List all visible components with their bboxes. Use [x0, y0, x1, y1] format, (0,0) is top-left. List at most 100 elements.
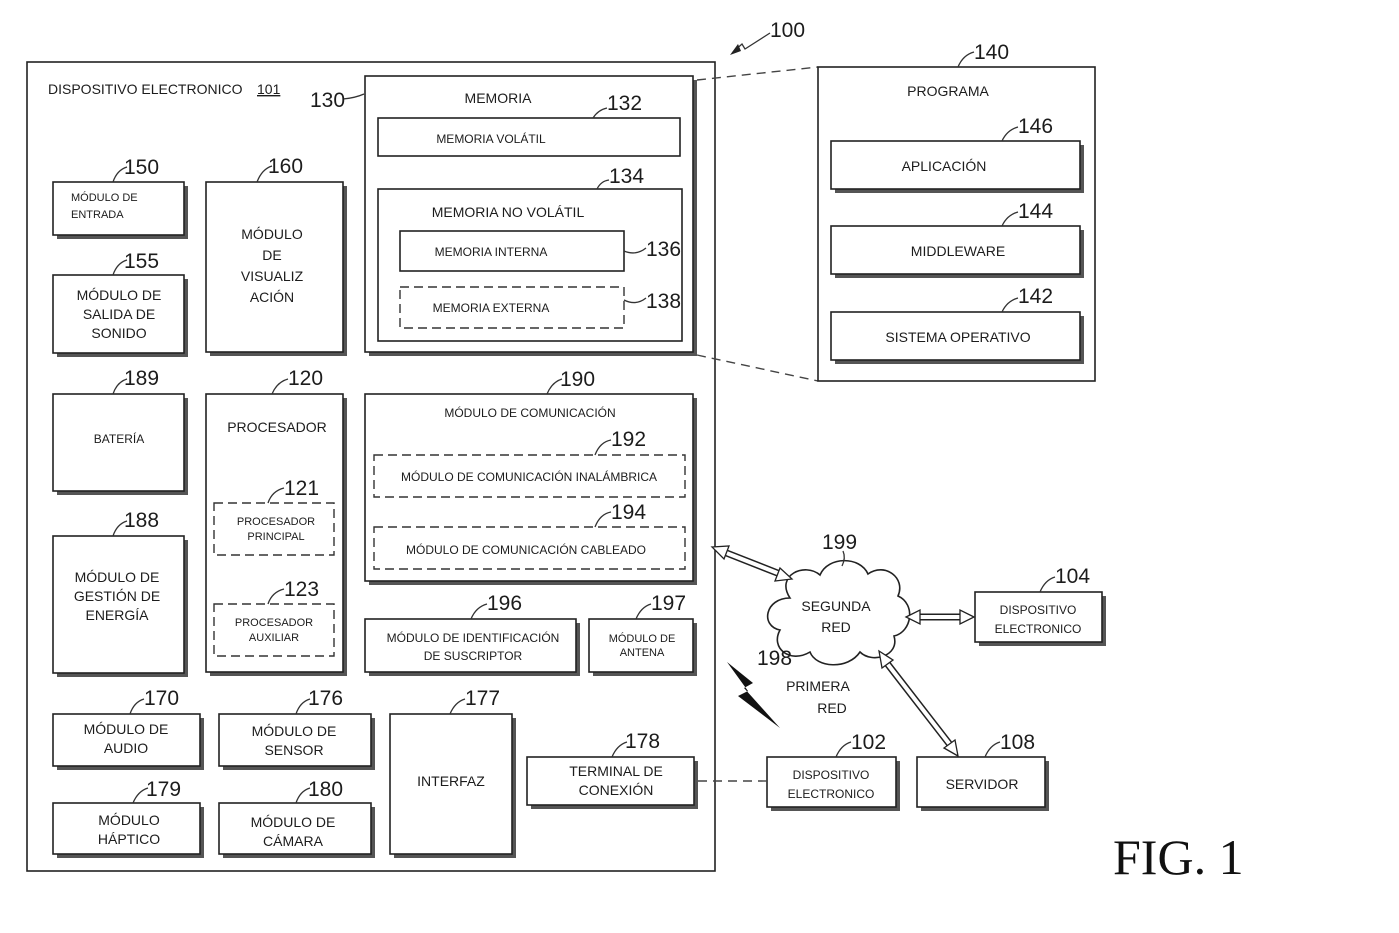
ref-170: 170: [144, 687, 179, 710]
sensor-label-2: SENSOR: [264, 742, 323, 758]
second-network-label-1: SEGUNDA: [801, 598, 871, 614]
application-label: APLICACIÓN: [902, 158, 987, 174]
antenna-label-1: MÓDULO DE: [609, 632, 676, 645]
ref-146: 146: [1018, 115, 1053, 138]
ref-189: 189: [124, 367, 159, 390]
ref-194: 194: [611, 501, 646, 524]
ref-120: 120: [288, 367, 323, 390]
processor-module: PROCESADOR 120 PROCESADOR PRINCIPAL 121 …: [206, 367, 347, 676]
input-label-2: ENTRADA: [71, 209, 124, 221]
device-104-label-1: DISPOSITIVO: [1000, 603, 1077, 617]
ref-140: 140: [974, 41, 1009, 64]
device-104-label-2: ELECTRONICO: [995, 622, 1082, 636]
wireless-comm-label: MÓDULO DE COMUNICACIÓN INALÁMBRICA: [401, 469, 657, 484]
subscriber-label-2: DE SUSCRIPTOR: [424, 649, 523, 663]
ref-188: 188: [124, 509, 159, 532]
ref-180: 180: [308, 778, 343, 801]
sound-out-label-3: SONIDO: [91, 325, 146, 341]
ref-134: 134: [609, 165, 644, 188]
subscriber-label-1: MÓDULO DE IDENTIFICACIÓN: [387, 630, 560, 645]
display-label-2: DE: [262, 247, 281, 263]
figure-label: FIG. 1: [1113, 829, 1244, 885]
external-memory-label: MEMORIA EXTERNA: [433, 301, 550, 315]
comm-label: MÓDULO DE COMUNICACIÓN: [444, 405, 615, 420]
second-network-cloud: SEGUNDA RED 199: [768, 531, 910, 665]
main-processor-label-1: PROCESADOR: [237, 516, 315, 528]
power-label-2: GESTIÓN DE: [74, 588, 160, 604]
ref-142: 142: [1018, 285, 1053, 308]
display-label-4: ACIÓN: [250, 289, 294, 305]
ref-108: 108: [1000, 731, 1035, 754]
ref-190: 190: [560, 368, 595, 391]
link-second-network-server: [879, 651, 958, 756]
sound-out-label-1: MÓDULO DE: [77, 287, 162, 303]
lightning-icon: [727, 662, 780, 728]
device-102-label-1: DISPOSITIVO: [793, 768, 870, 782]
ref-179: 179: [146, 778, 181, 801]
antenna-label-2: ANTENA: [620, 647, 665, 659]
camera-label-1: MÓDULO DE: [251, 814, 336, 830]
display-module: MÓDULO DE VISUALIZ ACIÓN 160: [206, 155, 347, 356]
nonvolatile-memory-label: MEMORIA NO VOLÁTIL: [432, 204, 585, 220]
display-label-1: MÓDULO: [241, 226, 303, 242]
program-label: PROGRAMA: [907, 83, 989, 99]
ref-197: 197: [651, 592, 686, 615]
ref-198: 198: [757, 647, 792, 670]
sensor-label-1: MÓDULO DE: [252, 723, 337, 739]
ref-160: 160: [268, 155, 303, 178]
second-network-label-2: RED: [821, 619, 851, 635]
main-processor-label-2: PRINCIPAL: [247, 531, 304, 543]
aux-processor-label-1: PROCESADOR: [235, 617, 313, 629]
haptic-label-2: HÁPTICO: [98, 831, 160, 847]
ref-121: 121: [284, 477, 319, 500]
memory-label: MEMORIA: [465, 90, 533, 106]
camera-label-2: CÁMARA: [263, 833, 324, 849]
wired-comm-label: MÓDULO DE COMUNICACIÓN CABLEADO: [406, 542, 646, 557]
ref-155: 155: [124, 250, 159, 273]
power-label-3: ENERGÍA: [85, 607, 149, 623]
aux-processor-label-2: AUXILIAR: [249, 632, 299, 644]
device-ref: 101: [257, 81, 281, 97]
ref-150: 150: [124, 156, 159, 179]
communication-module: MÓDULO DE COMUNICACIÓN 190 MÓDULO DE COM…: [365, 368, 697, 585]
ref-176: 176: [308, 687, 343, 710]
first-network-label-1: PRIMERA: [786, 678, 850, 694]
memory-block: MEMORIA 130 MEMORIA VOLÁTIL 132 MEMORIA …: [310, 76, 697, 356]
sound-out-label-2: SALIDA DE: [83, 306, 155, 322]
link-second-network-device-104: [906, 610, 974, 624]
volatile-memory-label: MEMORIA VOLÁTIL: [436, 131, 546, 146]
audio-label-2: AUDIO: [104, 740, 148, 756]
terminal-label-1: TERMINAL DE: [569, 763, 663, 779]
middleware-label: MIDDLEWARE: [911, 243, 1005, 259]
first-network-label-2: RED: [817, 700, 847, 716]
ref-138: 138: [646, 290, 681, 313]
system-ref: 100: [730, 19, 805, 55]
server-box: SERVIDOR 108: [917, 731, 1049, 811]
ref-132: 132: [607, 92, 642, 115]
processor-label: PROCESADOR: [227, 419, 327, 435]
ref-196: 196: [487, 592, 522, 615]
server-label: SERVIDOR: [946, 776, 1019, 792]
terminal-label-2: CONEXIÓN: [579, 782, 654, 798]
program-block: PROGRAMA 140 APLICACIÓN 146 MIDDLEWARE 1…: [818, 41, 1095, 381]
ref-123: 123: [284, 578, 319, 601]
link-comm-second-network: [712, 546, 792, 581]
os-label: SISTEMA OPERATIVO: [885, 329, 1030, 345]
ref-144: 144: [1018, 200, 1053, 223]
battery-label: BATERÍA: [94, 431, 144, 446]
device-title: DISPOSITIVO ELECTRONICO: [48, 81, 243, 97]
display-label-3: VISUALIZ: [241, 268, 304, 284]
ref-136: 136: [646, 238, 681, 261]
haptic-label-1: MÓDULO: [98, 812, 160, 828]
audio-label-1: MÓDULO DE: [84, 721, 169, 737]
ref-178: 178: [625, 730, 660, 753]
internal-memory-label: MEMORIA INTERNA: [435, 245, 548, 259]
ref-130: 130: [310, 89, 345, 112]
ref-199: 199: [822, 531, 857, 554]
ref-192: 192: [611, 428, 646, 451]
device-102-label-2: ELECTRONICO: [788, 787, 875, 801]
power-label-1: MÓDULO DE: [75, 569, 160, 585]
electronic-device-104: DISPOSITIVO ELECTRONICO 104: [975, 565, 1106, 646]
ref-102: 102: [851, 731, 886, 754]
